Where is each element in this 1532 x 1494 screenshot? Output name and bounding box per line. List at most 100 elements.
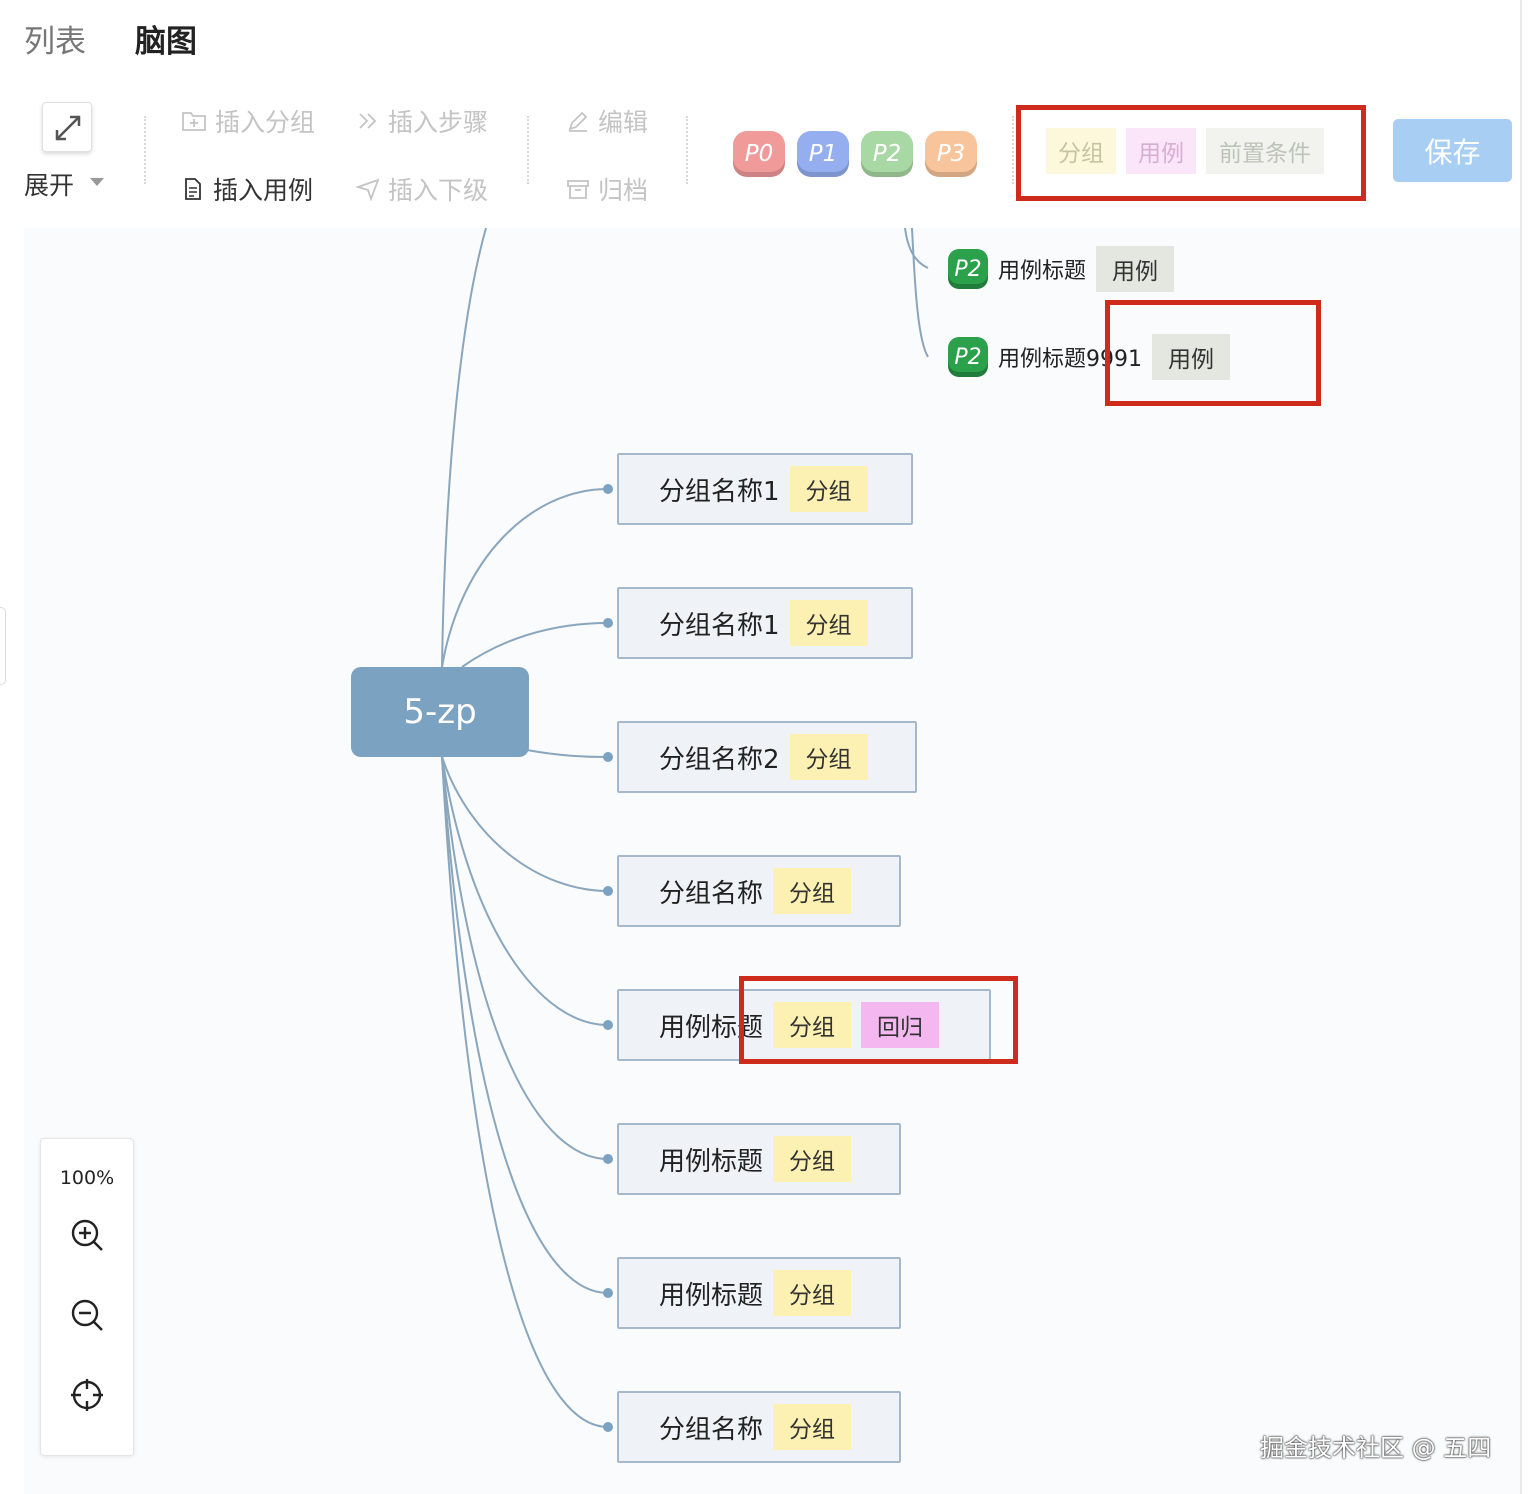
group-tag: 分组	[773, 1404, 852, 1450]
insert-sub-button[interactable]: 插入下级	[356, 171, 488, 207]
priority-badge: P2	[948, 249, 988, 289]
toolbar-divider	[686, 116, 688, 184]
zoom-in-icon[interactable]	[69, 1217, 105, 1253]
node-title: 分组名称1	[659, 476, 780, 507]
group-tag: 分组	[773, 1270, 852, 1316]
group-node[interactable]: 分组名称1 分组	[617, 453, 913, 525]
document-icon	[185, 178, 201, 200]
link-node-2	[461, 622, 609, 668]
watermark: 掘金技术社区 @ 五四	[1260, 1434, 1492, 1462]
priority-badge: P2	[948, 337, 988, 377]
pencil-icon	[568, 111, 588, 132]
group-node[interactable]: 分组名称1 分组	[617, 587, 913, 659]
highlight-box	[1105, 300, 1321, 406]
send-icon	[356, 178, 380, 201]
insert-sub-label: 插入下级	[388, 176, 489, 205]
node-title: 用例标题	[659, 1146, 764, 1177]
type-precondition-tag[interactable]: 前置条件	[1206, 128, 1324, 174]
group-tag: 分组	[789, 734, 868, 780]
node-title: 分组名称1	[659, 610, 780, 641]
case-node[interactable]: P2 用例标题 用例	[948, 246, 1175, 292]
priority-p1-button[interactable]: P1	[797, 131, 849, 177]
folder-plus-icon	[182, 112, 206, 131]
case-node[interactable]: P2 用例标题9991 用例	[948, 334, 1230, 380]
link-node-5	[441, 756, 609, 1026]
case-tag: 用例	[1096, 246, 1175, 292]
tab-list[interactable]: 列表	[24, 24, 86, 60]
double-chevron-right-icon	[359, 113, 377, 129]
root-node[interactable]: 5-zp	[351, 667, 529, 757]
zoom-level: 100%	[59, 1167, 115, 1189]
case-node[interactable]: 用例标题 分组 回归	[617, 989, 991, 1061]
group-tag: 分组	[773, 1002, 852, 1048]
link-node-7	[441, 756, 609, 1294]
archive-label: 归档	[598, 176, 649, 205]
insert-case-button[interactable]: 插入用例	[181, 171, 313, 207]
highlight-box	[739, 976, 1018, 1064]
insert-step-label: 插入步骤	[388, 108, 489, 137]
caret-down-icon[interactable]	[90, 178, 104, 186]
node-title: 用例标题	[659, 1280, 764, 1311]
case-title: 用例标题9991	[998, 347, 1142, 372]
insert-group-button[interactable]: 插入分组	[181, 103, 315, 139]
priority-p2-button[interactable]: P2	[861, 131, 913, 177]
link-node-3	[526, 749, 609, 758]
link-dot	[603, 886, 613, 896]
zoom-panel: 100%	[40, 1138, 134, 1456]
link-dot	[603, 1154, 613, 1164]
link-dot	[603, 1020, 613, 1030]
group-node[interactable]: 分组名称 分组	[617, 855, 901, 927]
link-node-1	[441, 488, 609, 668]
expand-arrows-icon	[55, 115, 81, 141]
panel-border	[1520, 0, 1522, 1494]
toolbar-divider	[144, 116, 146, 184]
toolbar-divider	[1012, 116, 1014, 184]
priority-p3-button[interactable]: P3	[925, 131, 977, 177]
insert-group-label: 插入分组	[215, 108, 316, 137]
group-node[interactable]: 分组名称2 分组	[617, 721, 917, 793]
case-tag: 用例	[1152, 334, 1230, 380]
link-node-4	[441, 756, 609, 892]
edit-button[interactable]: 编辑	[566, 103, 648, 139]
archive-button[interactable]: 归档	[566, 171, 648, 207]
link-case-top-2	[911, 227, 929, 358]
link-dot	[603, 1422, 613, 1432]
type-group-tag[interactable]: 分组	[1046, 128, 1116, 174]
node-title: 分组名称2	[659, 744, 780, 775]
tab-mindmap[interactable]: 脑图	[135, 24, 197, 60]
group-tag: 分组	[773, 868, 852, 914]
edit-label: 编辑	[598, 108, 649, 137]
link-case-top-1	[904, 227, 929, 269]
locate-center-icon[interactable]	[69, 1377, 105, 1413]
group-tag: 分组	[789, 600, 868, 646]
toolbar-divider	[527, 116, 529, 184]
case-node[interactable]: 用例标题 分组	[617, 1257, 901, 1329]
link-dot	[603, 484, 613, 494]
group-tag: 分组	[773, 1136, 852, 1182]
expand-label[interactable]: 展开	[24, 171, 75, 200]
insert-step-button[interactable]: 插入步骤	[356, 103, 488, 139]
expand-button[interactable]	[42, 102, 92, 152]
save-button[interactable]: 保存	[1393, 119, 1512, 182]
type-case-tag[interactable]: 用例	[1126, 128, 1196, 174]
link-dot	[603, 618, 613, 628]
zoom-out-icon[interactable]	[69, 1297, 105, 1333]
regression-tag: 回归	[861, 1002, 940, 1048]
case-node[interactable]: 用例标题 分组	[617, 1123, 901, 1195]
node-title: 分组名称	[659, 1414, 764, 1445]
link-node-8	[441, 756, 609, 1428]
link-root-upper	[441, 227, 487, 668]
case-title: 用例标题	[998, 259, 1087, 284]
group-node[interactable]: 分组名称 分组	[617, 1391, 901, 1463]
group-tag: 分组	[789, 466, 868, 512]
archive-box-icon	[567, 180, 589, 199]
link-node-6	[441, 756, 609, 1160]
link-dot	[603, 1288, 613, 1298]
priority-p0-button[interactable]: P0	[733, 131, 785, 177]
node-title: 用例标题	[659, 1012, 764, 1043]
link-dot	[603, 752, 613, 762]
node-title: 分组名称	[659, 878, 764, 909]
side-collapse-handle[interactable]	[0, 607, 6, 685]
